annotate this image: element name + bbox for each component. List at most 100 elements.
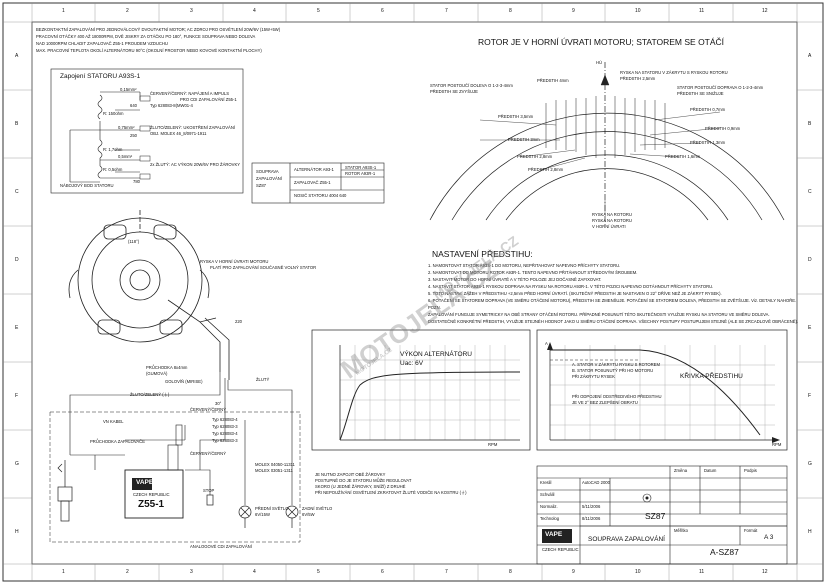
title-block-r2: Schválil [540,492,555,497]
assembly-mark-top-2: PLATÍ PRO ZAPALOVÁNÍ SOUČASNĚ VOLNÝ STAT… [210,265,317,270]
settings-note-heading: POZN. [428,305,441,310]
assembly-angle: (118°) [128,239,140,244]
stator-r2: R: 1,7ohm [103,147,123,152]
assembly-note-3: SKORO (U JEDNÉ ŽÁROVKY, SNÍŽÍ) Z DRUHÉ [315,484,406,489]
border-letter-h: H [15,529,19,535]
rotor-pred-28: PŘEDSTIH 2,8mm [517,154,553,159]
stator-n250: 250 [130,133,137,138]
stator-wire-size-3: 0,5mm² [118,154,133,159]
rotor-mark-bottom: RYSKA NA ROTORU [592,212,632,217]
lamps [206,494,299,528]
stator-r1: R: 150ohm [103,111,124,116]
title-block-r1: Kreslil [540,480,552,485]
rotor-pred-09: PŘEDSTIH 0,9mm [705,126,741,131]
assembly-rear-light: ZADNÍ SVĚTLO [302,506,333,511]
note-line-2: PRACOVNÍ OTÁČKY 400 AŽ 18000RPM, DVĚ JIS… [36,34,256,39]
border-number-5: 5 [317,8,320,14]
advance-curve-chart [536,329,788,451]
border-letter-c: C [15,189,19,195]
assembly-mark-top: RYSKA V HORNÍ ÚVRATI MOTORU [200,259,269,264]
rotor-pred-35: PŘEDSTIH 3,5mm [498,114,534,119]
chart2-ylabel: A [545,341,548,346]
assembly-prechodka-zap: PRŮCHODKA ZAPALOVAČE [90,439,145,444]
title-block-number: A-SZ87 [710,547,739,557]
title-block-drawing-no: SZ87 [645,511,666,521]
title-block-format: Formát [744,528,758,533]
title-block-software: AutoCAD 2000 [582,480,610,485]
assembly-s30: 30° [215,401,222,406]
assembly-vn-kabel: VN KABEL [103,419,124,424]
z55-label: Z55-1 [138,499,165,510]
settings-step-3: 3. NASTAVIT MOTOR DO HORNÍ ÚVRATĚ A V TÉ… [428,277,602,282]
title-block-col-a: Změna [674,468,688,473]
border-number-11: 11 [699,8,705,14]
border-letter-a-right: A [808,53,812,59]
title-block-company: VAPE [545,531,563,538]
border-letter-e-right: E [808,325,812,331]
border-number-1: 1 [62,8,65,14]
assembly-prechodka: PRŮCHODKA 8x4mm [146,365,188,370]
settings-title: NASTAVENÍ PŘEDSTIHU: [432,249,533,259]
rotor-stator-left-2: PŘEDSTIH SE ZVYŠUJE [430,89,478,94]
stator-ground-label: NÁBOJOVÝ BOD STATORU [60,183,114,188]
stator-n640: 640 [130,103,137,108]
border-number-2: 2 [126,8,129,14]
border-number-1-bottom: 1 [62,569,65,575]
border-number-12-bottom: 12 [762,569,768,575]
rotor-mark-bottom-2: RYSKA NA ROTORU [592,218,632,223]
rotor-pred-4: PŘEDSTIH 4mm [537,78,569,83]
assembly-front-light-2: 6V/15W [255,512,270,517]
border-letter-f: F [15,393,19,399]
parts-table [251,162,385,204]
note-line-3: NAD 10000RPM CHLADIT ZAPALOVAČ Z55-1 PRO… [36,41,168,46]
rotor-arcs [429,62,785,225]
chart2-title: KŘIVKA PŘEDSTIHU [680,373,743,380]
title-block-date2: 5/11/2006 [582,504,601,509]
assembly-note-4: PŘI NEPOUŽÍVÁNÍ OSVĚTLENÍ ZKRATOVAT ŽLUT… [315,490,467,495]
settings-step-2: 2. NAMONTOVAT DO MOTORU ROTOR A93R-1. TE… [428,270,638,275]
border-number-6-bottom: 6 [381,569,384,575]
title-block [536,465,788,565]
assembly-n220: 220 [235,319,242,324]
stator-box-title: Zapojení STATORU A93S-1 [60,73,141,80]
cdi-dashed-box [49,411,301,543]
parts-table-rotor: ROTOR A93R-1 [345,171,376,176]
border-number-12: 12 [762,8,768,14]
assembly-note-1: JE NUTNO ZAPOJIT OBĚ ŽÁROVKY [315,472,386,477]
assembly-typ-2: Typ 628083-3 [212,424,238,429]
border-letter-h-right: H [808,529,812,535]
note-line-1: BEZKONTAKTNÍ ZAPALOVÁNÍ PRO JEDNOVÁLCOVÝ… [36,27,281,32]
border-letter-d-right: D [808,257,812,263]
settings-note-1: ZAPALOVÁNÍ FUNGUJE SYMETRICKY NA OBĚ STR… [428,312,770,317]
rotor-pred-07: PŘEDSTIH 0,7mm [690,107,726,112]
rotor-stator-left: STATOR POSTOUČÍ DOLEVA O 1-2-3-4mm [430,83,513,88]
chart2-note-3: PŘI ZÁKRYTU RYSEK [572,374,615,379]
rotor-pred-3: PŘEDSTIH 3mm [508,137,540,142]
title-block-format-value: A 3 [764,534,774,541]
parts-table-alternator: ALTERNÁTOR A93-1 [294,167,334,172]
border-number-4-bottom: 4 [253,569,256,575]
assembly-stop: STOP [203,488,215,493]
border-letter-c-right: C [808,189,812,195]
rotor-mark-bottom-3: V HORNÍ ÚVRATI [592,224,626,229]
rotor-pred-25: PŘEDSTIH 2,5mm [620,76,656,81]
note-line-4: MAX. PRACOVNÍ TEPLOTA OKOLÍ ALTERNÁTORU … [36,48,262,53]
border-letter-e: E [15,325,19,331]
assembly-bottom-label: ANALOGOVÉ CDI ZAPALOVÁNÍ [190,544,252,549]
title-block-col-b: Datum [704,468,717,473]
stator-wire-size-2: 0,75mm² [118,125,135,130]
stator-label-yellow-2: OBJ. MOLEX 46_8/0971-1911 [150,131,207,136]
title-block-country: CZECH REPUBLIC [542,547,579,552]
title-block-name: SOUPRAVA ZAPALOVÁNÍ [588,536,665,543]
assembly-zluto-zeleny: ŽLUTO/ZELENÝ (⏚) [130,392,170,397]
border-number-11-bottom: 11 [699,569,705,575]
chart2-low-note: PŘI ODPOJENÍ ODSTŘEDIVÉHO PŘEDSTIHU [572,394,662,399]
chart2-note-2: B. STATOR POSUNUTÝ PŘI HO MOTORU [572,368,654,373]
border-number-10: 10 [635,8,641,14]
title-block-date: 8/11/2006 [582,516,601,521]
title-block-r4: Technolog [540,516,560,521]
title-block-measure: Měřítko [674,528,688,533]
stator-wiring-box [50,68,244,194]
stator-coils [69,91,141,183]
